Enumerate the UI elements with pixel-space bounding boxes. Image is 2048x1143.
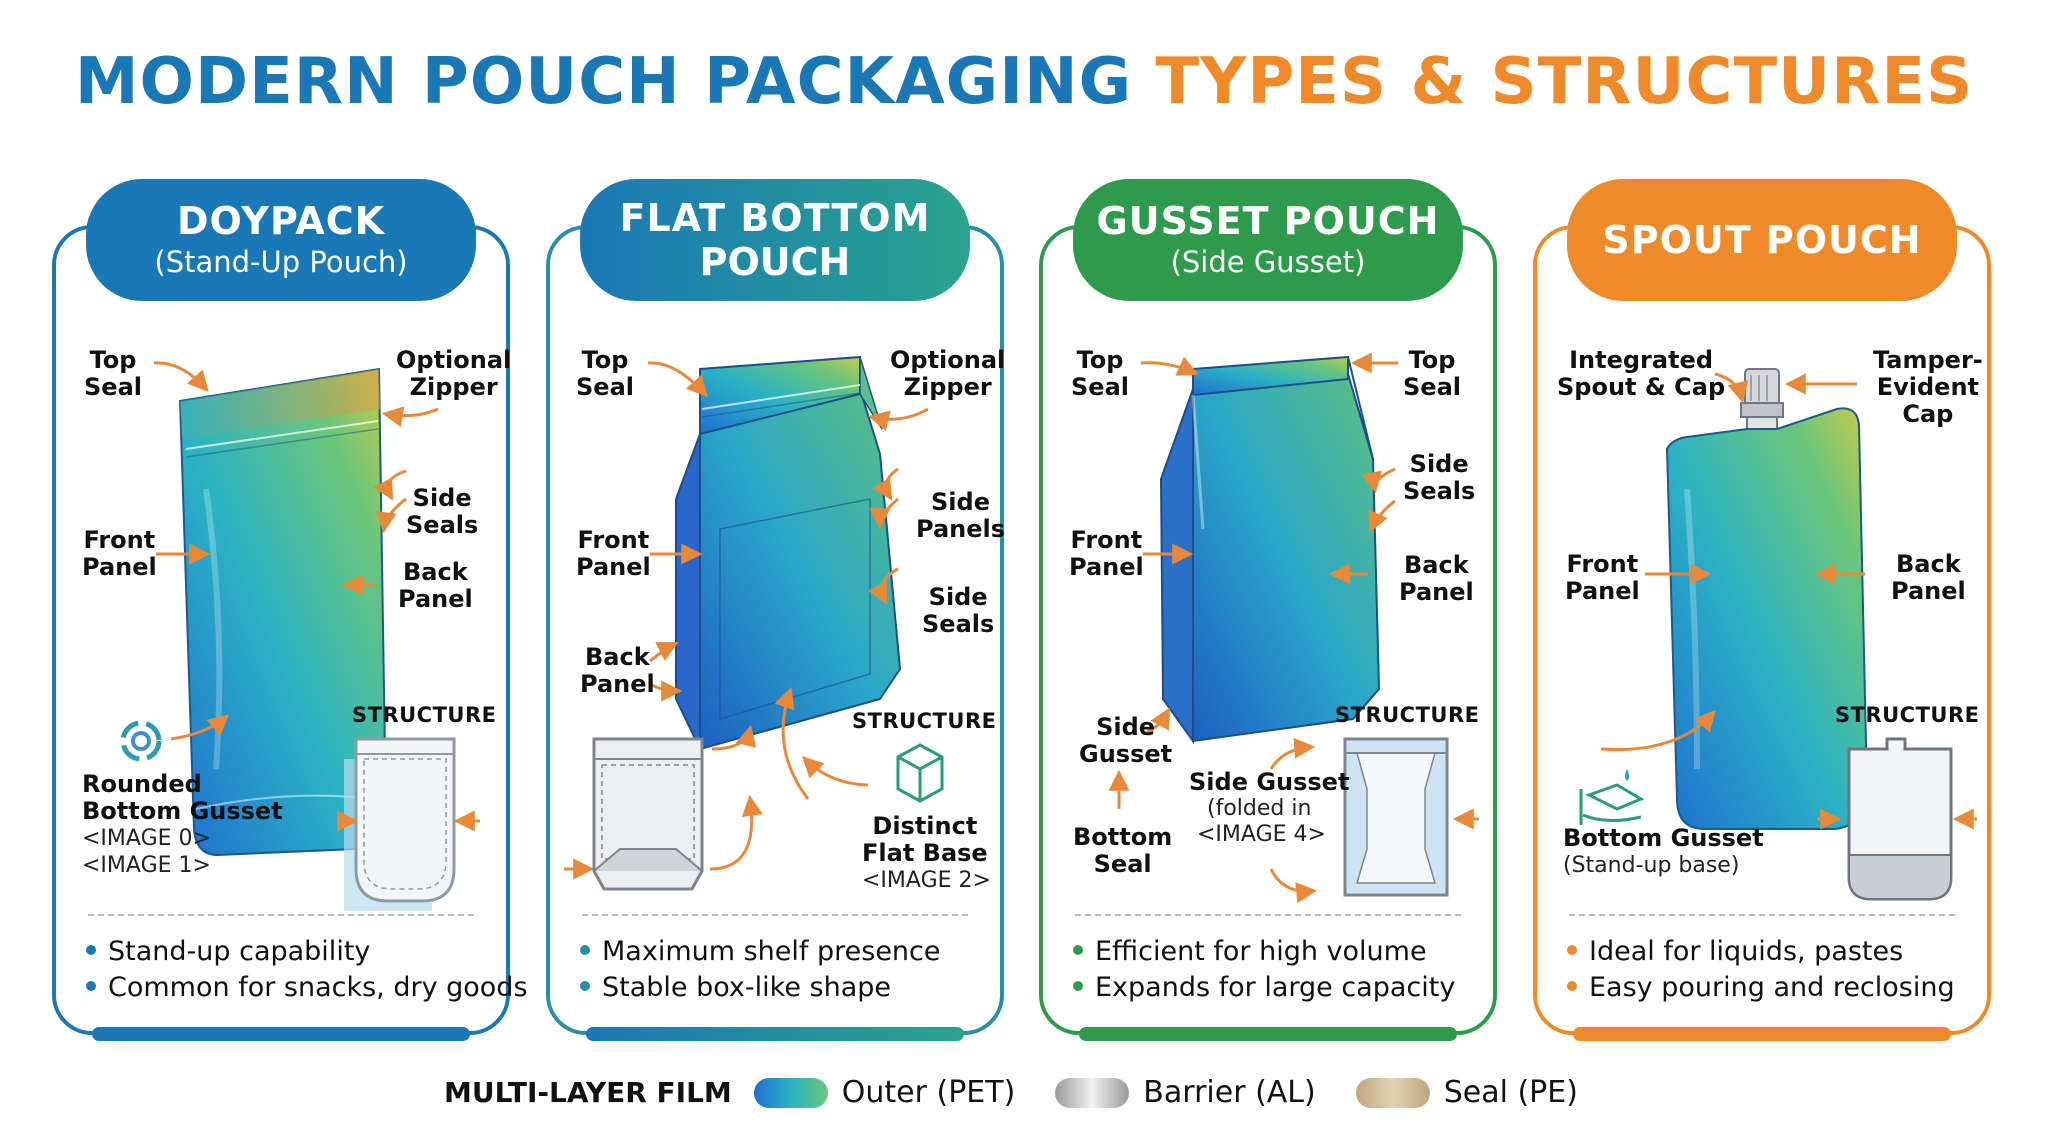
legend-title: MULTI-LAYER FILM xyxy=(444,1076,732,1109)
card-accent-bar xyxy=(92,1027,470,1041)
doypack-illustration xyxy=(120,361,480,911)
header-title: DOYPACK xyxy=(176,199,386,243)
image-ref-2: <IMAGE 2> xyxy=(862,868,991,893)
title-part-1: MODERN POUCH PACKAGING xyxy=(74,45,1133,119)
pouring-icon xyxy=(1579,769,1645,825)
spout-pouch-illustration xyxy=(1579,368,1977,901)
feature-list: Stand-up capability Common for snacks, d… xyxy=(86,934,528,1006)
card-header: DOYPACK (Stand-Up Pouch) xyxy=(86,179,476,301)
card-header: GUSSET POUCH (Side Gusset) xyxy=(1073,179,1463,301)
divider xyxy=(582,914,968,916)
header-subtitle: (Stand-Up Pouch) xyxy=(154,245,408,279)
page-title: MODERN POUCH PACKAGING TYPES & STRUCTURE… xyxy=(0,44,2048,121)
gusset-pouch-illustration xyxy=(1108,352,1479,904)
card-accent-bar xyxy=(586,1027,964,1041)
divider xyxy=(1075,914,1461,916)
feature-list: Efficient for high volume Expands for la… xyxy=(1073,934,1455,1006)
feature-item: Efficient for high volume xyxy=(1073,934,1455,970)
feature-list: Maximum shelf presence Stable box-like s… xyxy=(580,934,941,1006)
feature-item: Stand-up capability xyxy=(86,934,528,970)
feature-item: Common for snacks, dry goods xyxy=(86,970,528,1006)
feature-list: Ideal for liquids, pastes Easy pouring a… xyxy=(1567,934,1955,1006)
feature-item: Ideal for liquids, pastes xyxy=(1567,934,1955,970)
legend-label-pet: Outer (PET) xyxy=(841,1075,1016,1110)
label-stand-up-base: (Stand-up base) xyxy=(1563,853,1740,878)
card-header: FLAT BOTTOM POUCH xyxy=(580,179,970,301)
legend-swatch-pet xyxy=(753,1077,828,1108)
card-header: SPOUT POUCH xyxy=(1567,179,1957,301)
divider xyxy=(1569,914,1955,916)
feature-item: Maximum shelf presence xyxy=(580,934,941,970)
label-folded-in: (folded in xyxy=(1207,796,1312,821)
header-title: FLAT BOTTOM xyxy=(619,196,931,240)
structure-heading: STRUCTURE xyxy=(852,709,997,733)
swirl-icon xyxy=(120,720,162,762)
image-ref-1: <IMAGE 1> xyxy=(82,853,211,878)
flat-bottom-illustration xyxy=(564,355,944,891)
card-accent-bar xyxy=(1079,1027,1457,1041)
structure-heading: STRUCTURE xyxy=(1835,703,1980,727)
legend-label-al: Barrier (AL) xyxy=(1143,1075,1316,1110)
card-accent-bar xyxy=(1573,1027,1951,1041)
header-subtitle: POUCH xyxy=(699,240,851,284)
header-title: SPOUT POUCH xyxy=(1602,218,1922,262)
title-part-2: TYPES & STRUCTURES xyxy=(1155,45,1974,119)
image-ref-0: <IMAGE 0> xyxy=(82,826,211,851)
feature-item: Easy pouring and reclosing xyxy=(1567,970,1955,1006)
structure-heading: STRUCTURE xyxy=(352,703,497,727)
box-icon xyxy=(896,743,944,803)
label-bottom-gusset: Bottom Gusset xyxy=(1563,824,1764,852)
divider xyxy=(88,914,474,916)
header-title: GUSSET POUCH xyxy=(1096,199,1440,243)
image-ref-4: <IMAGE 4> xyxy=(1197,822,1326,847)
film-legend: MULTI-LAYER FILM Outer (PET) Barrier (AL… xyxy=(0,1075,2048,1110)
header-subtitle: (Side Gusset) xyxy=(1170,245,1366,279)
legend-label-pe: Seal (PE) xyxy=(1443,1075,1578,1110)
label-side-gusset-structure: Side Gusset xyxy=(1189,768,1350,796)
feature-item: Stable box-like shape xyxy=(580,970,941,1006)
structure-heading: STRUCTURE xyxy=(1335,703,1480,727)
legend-swatch-pe xyxy=(1355,1077,1430,1108)
legend-swatch-al xyxy=(1055,1077,1130,1108)
feature-item: Expands for large capacity xyxy=(1073,970,1455,1006)
